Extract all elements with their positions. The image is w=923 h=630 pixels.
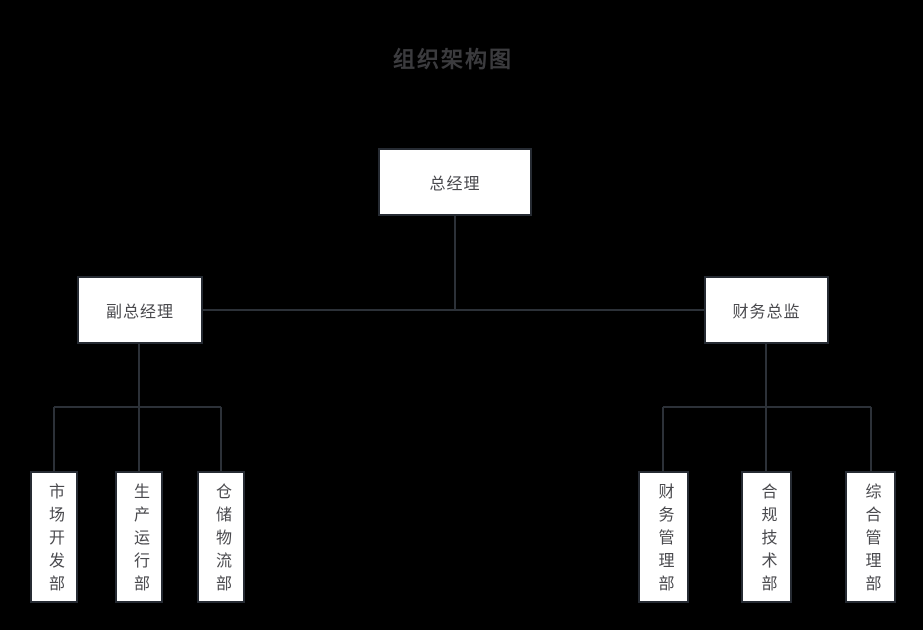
node-dept-warehouse-logistics: 仓储物流部: [197, 471, 245, 603]
node-dept-general-management: 综合管理部: [845, 471, 896, 603]
node-dept-market-development: 市场开发部: [30, 471, 78, 603]
node-dept-production-operation: 生产运行部: [115, 471, 163, 603]
node-deputy-general-manager-label: 副总经理: [105, 304, 174, 321]
node-dept-finance-management: 财务管理部: [638, 471, 689, 603]
node-dept-finance-management-label: 财务管理部: [655, 483, 673, 598]
node-finance-director: 财务总监: [704, 276, 829, 344]
node-general-manager: 总经理: [378, 148, 532, 216]
node-dept-market-development-label: 市场开发部: [46, 483, 63, 598]
diagram-title: 组织架构图: [392, 47, 514, 72]
node-dept-warehouse-logistics-label: 仓储物流部: [213, 483, 230, 598]
node-dept-compliance-technology: 合规技术部: [741, 471, 792, 603]
node-finance-director-label: 财务总监: [732, 304, 801, 321]
node-dept-compliance-technology-label: 合规技术部: [758, 483, 776, 598]
node-dept-general-management-label: 综合管理部: [862, 483, 880, 598]
node-deputy-general-manager: 副总经理: [77, 276, 203, 344]
node-general-manager-label: 总经理: [429, 176, 481, 193]
node-dept-production-operation-label: 生产运行部: [131, 483, 148, 598]
